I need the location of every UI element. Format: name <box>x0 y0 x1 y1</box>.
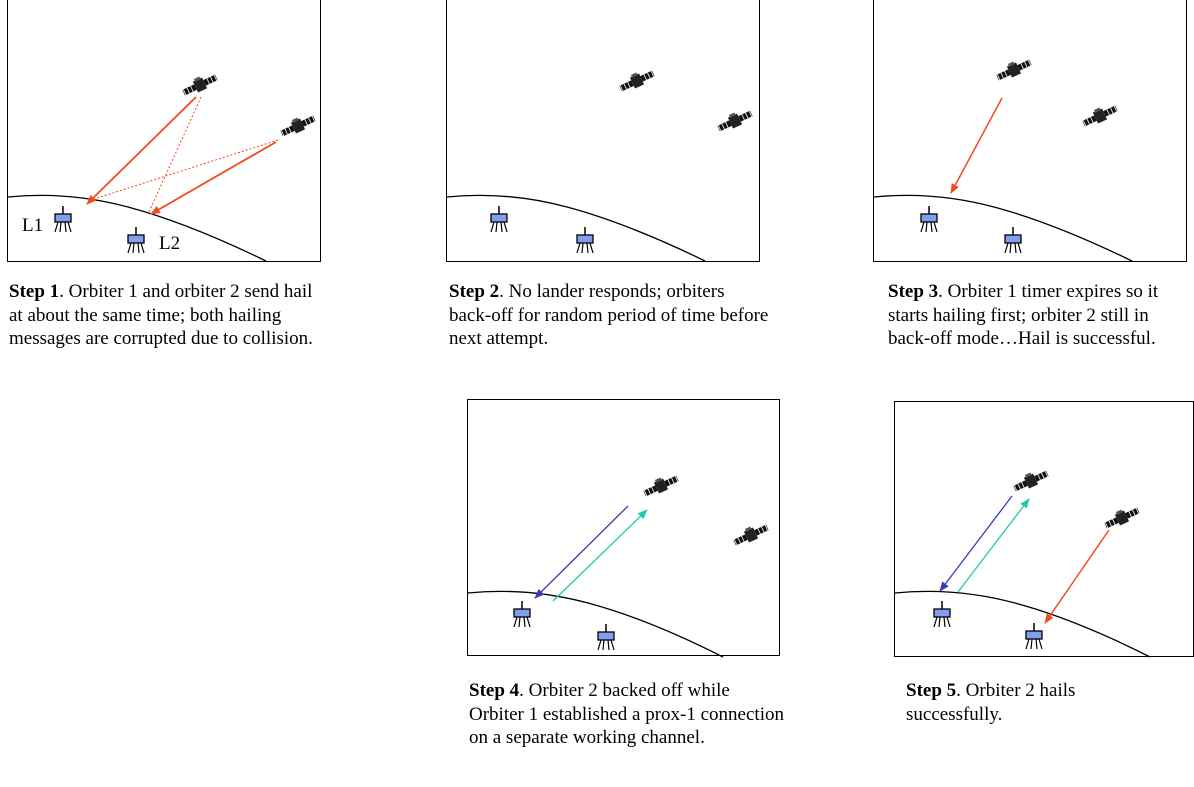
planet-surface <box>446 194 706 262</box>
lander-l1-icon <box>513 600 531 628</box>
step-2-caption: Step 2. No lander responds; orbiters bac… <box>449 280 769 351</box>
lander-l1-icon <box>933 600 951 628</box>
step-2-diagram <box>446 65 755 262</box>
step-4-diagram <box>467 470 771 658</box>
step-1-caption: Step 1. Orbiter 1 and orbiter 2 send hai… <box>9 280 329 351</box>
step-5-label: Step 5 <box>906 680 957 701</box>
lander-l1-icon <box>920 205 938 233</box>
step-5-caption: Step 5. Orbiter 2 hails successfully. <box>906 679 1166 726</box>
uplink-arrow <box>957 498 1030 593</box>
orbiter-2-satellite-icon <box>714 105 755 135</box>
step-2-panel <box>446 0 760 262</box>
orbiter-2-satellite-icon <box>1101 502 1142 532</box>
planet-surface <box>894 590 1151 658</box>
orbiter-2-hail-arrow <box>1044 529 1110 624</box>
step-3-text: . Orbiter 1 timer expires so it starts h… <box>888 281 1159 349</box>
orbiter-1-hail-arrow <box>950 97 1003 194</box>
step-2-text: . No lander responds; orbiters back-off … <box>449 281 769 349</box>
step-5-diagram <box>894 465 1151 658</box>
lander-l2-label: L2 <box>159 233 180 254</box>
step-3-label: Step 3 <box>888 281 939 302</box>
lander-l2-icon <box>127 226 145 254</box>
orbiter-2-hail-arrow <box>150 141 277 215</box>
step-3-caption: Step 3. Orbiter 1 timer expires so it st… <box>888 280 1188 351</box>
orbiter-1-hail-arrow <box>86 96 197 205</box>
planet-surface <box>467 590 724 658</box>
orbiter-1-satellite-icon <box>993 54 1034 84</box>
step-2-label: Step 2 <box>449 281 500 302</box>
orbiter-2-dotted-hail <box>87 139 279 202</box>
lander-l1-icon <box>490 205 508 233</box>
uplink-arrow <box>552 509 648 602</box>
orbiter-2-satellite-icon <box>277 110 318 140</box>
lander-l2-icon <box>1004 226 1022 254</box>
step-4-panel <box>467 399 780 658</box>
step-3-diagram <box>873 54 1133 262</box>
orbiter-2-satellite-icon <box>730 519 771 549</box>
step-4-text: . Orbiter 2 backed off while Orbiter 1 e… <box>469 680 784 748</box>
lander-l2-icon <box>1025 622 1043 650</box>
step-1-text: . Orbiter 1 and orbiter 2 send hail at a… <box>9 281 313 349</box>
lander-l1-icon <box>54 205 72 233</box>
orbiter-1-satellite-icon <box>179 69 220 99</box>
planet-surface <box>7 194 267 262</box>
step-4-caption: Step 4. Orbiter 2 backed off while Orbit… <box>469 679 789 750</box>
orbiter-1-dotted-hail <box>148 96 202 213</box>
orbiter-1-satellite-icon <box>640 470 681 500</box>
step-1-diagram: L1 L2 <box>7 69 318 262</box>
lander-l1-label: L1 <box>22 215 43 236</box>
step-3-panel <box>873 0 1187 262</box>
step-5-panel <box>894 401 1194 658</box>
downlink-arrow <box>939 495 1013 592</box>
step-1-panel: L1 L2 <box>7 0 321 262</box>
planet-surface <box>873 194 1133 262</box>
orbiter-1-satellite-icon <box>616 65 657 95</box>
orbiter-2-satellite-icon <box>1079 100 1120 130</box>
lander-l2-icon <box>576 226 594 254</box>
orbiter-1-satellite-icon <box>1010 465 1051 495</box>
lander-l2-icon <box>597 623 615 651</box>
downlink-arrow <box>534 505 629 599</box>
step-4-label: Step 4 <box>469 680 520 701</box>
step-5-text: . Orbiter 2 hails successfully. <box>906 680 1076 725</box>
step-1-label: Step 1 <box>9 281 60 302</box>
